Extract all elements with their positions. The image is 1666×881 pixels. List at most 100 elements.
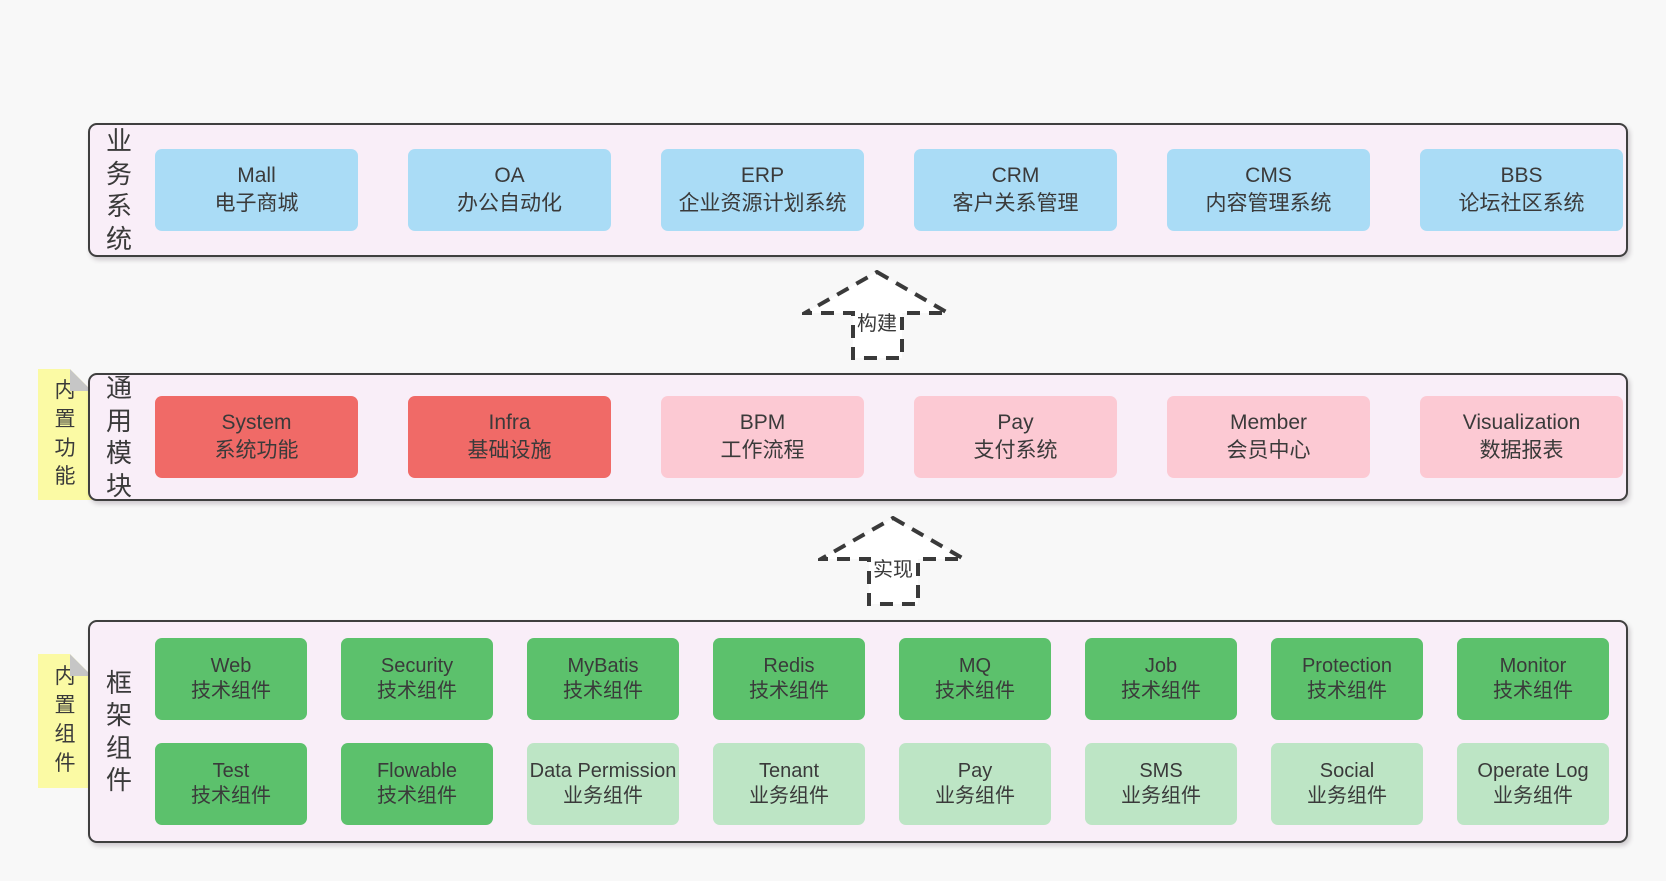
sticky-tab-built-in-components: 内置组件	[38, 654, 92, 788]
box-subtitle: 客户关系管理	[952, 192, 1079, 215]
box-monitor: Monitor 技术组件	[1457, 638, 1609, 720]
box-row: Mall 电子商城 OA 办公自动化 ERP 企业资源计划系统 CRM 客户关系…	[90, 125, 1626, 255]
box-subtitle: 内容管理系统	[1205, 192, 1332, 215]
box-mybatis: MyBatis 技术组件	[527, 638, 679, 720]
box-grid: Web 技术组件 Security 技术组件 MyBatis 技术组件 Redi…	[90, 622, 1626, 841]
box-title: Job	[1144, 655, 1178, 677]
panel-title: 框架组件	[105, 667, 132, 796]
box-web: Web 技术组件	[155, 638, 307, 720]
box-pay: Pay 支付系统	[914, 396, 1117, 478]
box-title: Infra	[488, 410, 531, 434]
box-title: BPM	[739, 410, 786, 434]
box-title: Monitor	[1499, 655, 1567, 677]
box-title: System	[221, 410, 292, 434]
box-title: Member	[1229, 410, 1308, 434]
box-title: Visualization	[1462, 410, 1581, 434]
box-protection: Protection 技术组件	[1271, 638, 1423, 720]
box-visualization: Visualization 数据报表	[1420, 396, 1623, 478]
sticky-tab-label: 内置组件	[54, 665, 76, 775]
box-subtitle: 技术组件	[935, 680, 1015, 702]
box-operate-log: Operate Log 业务组件	[1457, 743, 1609, 825]
box-subtitle: 技术组件	[377, 785, 457, 807]
box-subtitle: 业务组件	[749, 785, 829, 807]
box-cms: CMS 内容管理系统	[1167, 149, 1370, 231]
box-subtitle: 论坛社区系统	[1458, 192, 1585, 215]
box-subtitle: 技术组件	[563, 680, 643, 702]
box-subtitle: 数据报表	[1479, 439, 1564, 462]
box-mall: Mall 电子商城	[155, 149, 358, 231]
box-title: Flowable	[376, 760, 458, 782]
box-subtitle: 技术组件	[1493, 680, 1573, 702]
box-pay-biz: Pay 业务组件	[899, 743, 1051, 825]
box-subtitle: 业务组件	[1121, 785, 1201, 807]
box-title: Pay	[957, 760, 993, 782]
box-tenant: Tenant 业务组件	[713, 743, 865, 825]
arrow-label: 构建	[855, 307, 899, 336]
box-title: Pay	[997, 410, 1034, 434]
box-subtitle: 技术组件	[191, 680, 271, 702]
box-subtitle: 业务组件	[935, 785, 1015, 807]
box-subtitle: 技术组件	[1121, 680, 1201, 702]
box-row: System 系统功能 Infra 基础设施 BPM 工作流程 Pay 支付系统…	[90, 375, 1626, 499]
box-title: Operate Log	[1477, 760, 1589, 782]
panel-title: 通用模块	[105, 373, 132, 501]
box-bbs: BBS 论坛社区系统	[1420, 149, 1623, 231]
box-title: Redis	[763, 655, 815, 677]
box-subtitle: 技术组件	[1307, 680, 1387, 702]
box-redis: Redis 技术组件	[713, 638, 865, 720]
box-title: Data Permission	[529, 760, 677, 782]
dashed-up-arrow-implement: 实现	[818, 516, 968, 606]
box-infra: Infra 基础设施	[408, 396, 611, 478]
box-social: Social 业务组件	[1271, 743, 1423, 825]
box-member: Member 会员中心	[1167, 396, 1370, 478]
box-title: Mall	[237, 163, 276, 187]
box-subtitle: 工作流程	[720, 439, 805, 462]
box-test: Test 技术组件	[155, 743, 307, 825]
box-title: Protection	[1301, 655, 1393, 677]
box-system: System 系统功能	[155, 396, 358, 478]
box-subtitle: 技术组件	[377, 680, 457, 702]
box-title: BBS	[1500, 163, 1543, 187]
arrow-label: 实现	[871, 553, 915, 582]
box-subtitle: 企业资源计划系统	[678, 192, 847, 215]
box-title: Security	[380, 655, 454, 677]
box-subtitle: 业务组件	[1493, 785, 1573, 807]
box-row: Test 技术组件 Flowable 技术组件 Data Permission …	[155, 743, 1626, 825]
box-mq: MQ 技术组件	[899, 638, 1051, 720]
sticky-tab-built-in-functions: 内置功能	[38, 369, 92, 500]
box-subtitle: 业务组件	[563, 785, 643, 807]
box-subtitle: 办公自动化	[457, 192, 562, 215]
box-security: Security 技术组件	[341, 638, 493, 720]
box-crm: CRM 客户关系管理	[914, 149, 1117, 231]
box-subtitle: 业务组件	[1307, 785, 1387, 807]
box-title: SMS	[1139, 760, 1183, 782]
box-subtitle: 会员中心	[1226, 439, 1311, 462]
box-title: Tenant	[758, 760, 820, 782]
box-title: CRM	[991, 163, 1040, 187]
box-subtitle: 电子商城	[214, 192, 299, 215]
box-row: Web 技术组件 Security 技术组件 MyBatis 技术组件 Redi…	[155, 638, 1626, 720]
box-erp: ERP 企业资源计划系统	[661, 149, 864, 231]
box-title: Test	[212, 760, 250, 782]
box-data-permission: Data Permission 业务组件	[527, 743, 679, 825]
box-subtitle: 支付系统	[973, 439, 1058, 462]
box-title: MQ	[958, 655, 992, 677]
box-title: ERP	[740, 163, 785, 187]
box-job: Job 技术组件	[1085, 638, 1237, 720]
box-subtitle: 系统功能	[214, 439, 299, 462]
box-subtitle: 技术组件	[191, 785, 271, 807]
panel-common-modules: 通用模块 System 系统功能 Infra 基础设施 BPM 工作流程 Pay…	[88, 373, 1628, 501]
box-title: CMS	[1245, 163, 1292, 187]
panel-framework-components: 框架组件 Web 技术组件 Security 技术组件 MyBatis 技术组件…	[88, 620, 1628, 843]
box-title: MyBatis	[567, 655, 639, 677]
box-subtitle: 基础设施	[467, 439, 552, 462]
panel-business-systems: 业务系统 Mall 电子商城 OA 办公自动化 ERP 企业资源计划系统 CRM…	[88, 123, 1628, 257]
box-title: Social	[1319, 760, 1375, 782]
dashed-up-arrow-build: 构建	[802, 270, 952, 360]
panel-title: 业务系统	[105, 126, 132, 254]
box-bpm: BPM 工作流程	[661, 396, 864, 478]
box-oa: OA 办公自动化	[408, 149, 611, 231]
box-title: Web	[210, 655, 252, 677]
box-flowable: Flowable 技术组件	[341, 743, 493, 825]
